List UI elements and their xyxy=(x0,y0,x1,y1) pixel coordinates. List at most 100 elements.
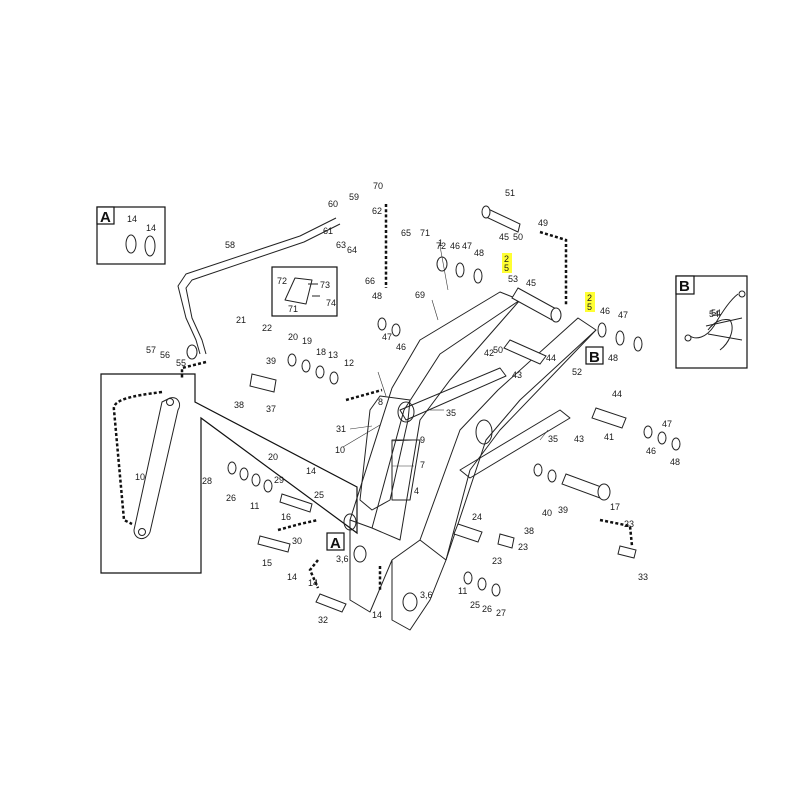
part-label: 54 xyxy=(709,309,719,319)
part-label: 43 xyxy=(512,370,522,380)
part-label: 16 xyxy=(281,512,291,522)
part-label: 50 xyxy=(513,232,523,242)
part-label: 55 xyxy=(176,358,186,368)
part-label: 38 xyxy=(234,400,244,410)
part-label: 4 xyxy=(414,486,419,496)
part-label: 31 xyxy=(336,424,346,434)
part-label: 10 xyxy=(335,445,345,455)
part-label: 23 xyxy=(518,542,528,552)
part-label: 10 xyxy=(135,472,145,482)
part-label: 65 xyxy=(401,228,411,238)
callout-label: A xyxy=(330,535,341,552)
callout-label: A xyxy=(100,209,111,226)
part-label: 37 xyxy=(266,404,276,414)
part-label: 14 xyxy=(127,214,137,224)
part-label: 25 xyxy=(470,600,480,610)
part-label: 51 xyxy=(505,188,515,198)
part-label: 22 xyxy=(262,323,272,333)
part-label: 50 xyxy=(493,345,503,355)
part-label: 60 xyxy=(328,199,338,209)
part-label: 3,6 xyxy=(420,590,433,600)
part-label: 11 xyxy=(250,501,259,511)
part-label: 47 xyxy=(662,419,672,429)
part-label: 13 xyxy=(328,350,338,360)
part-label: 15 xyxy=(262,558,272,568)
part-label: 46 xyxy=(450,241,460,251)
part-label: 25 xyxy=(314,490,324,500)
part-label: 14 xyxy=(308,578,318,588)
main-callouts: B A xyxy=(326,346,604,552)
part-label: 47 xyxy=(382,332,392,342)
part-label: 45 xyxy=(526,278,536,288)
part-label: 19 xyxy=(302,336,312,346)
part-label: 35 xyxy=(446,408,456,418)
part-label: 53 xyxy=(508,274,518,284)
part-label: 69 xyxy=(415,290,425,300)
detail-box-link: 10 xyxy=(100,373,358,574)
highlight-label: 5 xyxy=(587,302,592,312)
part-label: 35 xyxy=(548,434,558,444)
part-label: 38 xyxy=(524,526,534,536)
part-label: 48 xyxy=(670,457,680,467)
part-label: 41 xyxy=(604,432,614,442)
part-label: 48 xyxy=(372,291,382,301)
part-label: 52 xyxy=(572,367,582,377)
part-label: 14 xyxy=(287,572,297,582)
part-label: 28 xyxy=(202,476,212,486)
highlight-label: 2 xyxy=(504,254,509,264)
part-label: 45 xyxy=(499,232,509,242)
part-label: 32 xyxy=(318,615,328,625)
part-label: 12 xyxy=(344,358,354,368)
part-label: 39 xyxy=(558,505,568,515)
part-label: 63 xyxy=(336,240,346,250)
part-label: 72 xyxy=(277,276,287,286)
part-label: 23 xyxy=(492,556,502,566)
part-label: 1 xyxy=(438,238,443,248)
part-label: 71 xyxy=(288,304,298,314)
part-label: 72 xyxy=(436,241,446,251)
part-label: 49 xyxy=(538,218,548,228)
part-label: 71 xyxy=(420,228,430,238)
part-label: 70 xyxy=(373,181,383,191)
part-label: 8 xyxy=(378,397,383,407)
leader-lines xyxy=(342,245,549,467)
part-label: 9 xyxy=(420,435,425,445)
part-label: 14 xyxy=(146,223,156,233)
highlight-label: 5 xyxy=(504,263,509,273)
part-label: 48 xyxy=(608,353,618,363)
part-label: 48 xyxy=(474,248,484,258)
highlight-label: 2 xyxy=(587,293,592,303)
part-label: 74 xyxy=(326,298,336,308)
part-label: 42 xyxy=(484,348,494,358)
part-label: 66 xyxy=(365,276,375,286)
part-label: 43 xyxy=(574,434,584,444)
highlighted-labels: 2 5 2 5 xyxy=(502,253,595,312)
part-label: 14 xyxy=(306,466,316,476)
part-label: 40 xyxy=(542,508,552,518)
part-label: 17 xyxy=(610,502,620,512)
detail-box-clamp: 72 73 74 71 xyxy=(271,266,338,317)
part-label: 54 xyxy=(711,308,721,318)
part-label: 26 xyxy=(226,493,236,503)
part-label: 59 xyxy=(349,192,359,202)
part-label: 73 xyxy=(320,280,330,290)
part-label: 30 xyxy=(292,536,302,546)
part-label: 11 xyxy=(458,586,467,596)
part-label: 20 xyxy=(288,332,298,342)
part-label: 62 xyxy=(372,206,382,216)
part-label: 58 xyxy=(225,240,235,250)
detail-box-a: A 14 14 xyxy=(96,206,166,265)
part-label: 57 xyxy=(146,345,156,355)
part-label: 46 xyxy=(646,446,656,456)
part-label: 26 xyxy=(482,604,492,614)
detail-box-b: B 54 xyxy=(675,275,748,369)
part-label: 3,6 xyxy=(336,554,349,564)
part-label: 56 xyxy=(160,350,170,360)
part-label: 64 xyxy=(347,245,357,255)
part-label: 61 xyxy=(323,226,333,236)
part-label: 33 xyxy=(638,572,648,582)
part-label: 14 xyxy=(372,610,382,620)
part-label: 46 xyxy=(600,306,610,316)
part-label: 47 xyxy=(462,241,472,251)
